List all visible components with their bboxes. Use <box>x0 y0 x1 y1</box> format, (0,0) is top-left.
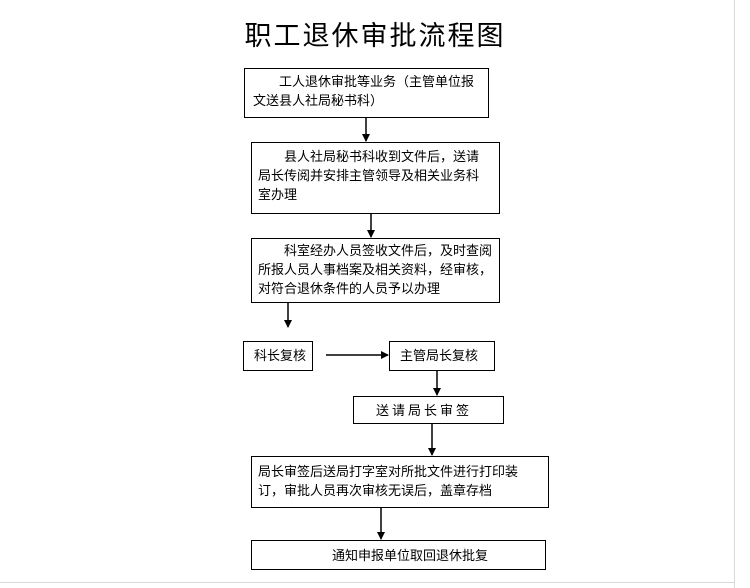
flow-step-deputy-director-recheck: 主管局长复核 <box>389 341 495 371</box>
flow-step-text: 局长审签后送局打字室对所批文件进行打印装 订，审批人员再次审核无误后，盖章存档 <box>258 465 519 499</box>
flow-step-text: 主管局长复核 <box>400 349 479 364</box>
flow-step-text: 送请局长审签 <box>376 404 473 419</box>
flow-step-section-chief-recheck: 科长复核 <box>243 341 313 371</box>
flow-step-director-sign: 送请局长审签 <box>353 396 504 424</box>
flow-step-submit-request: 工人退休审批等业务（主管单位报 文送县人社局秘书科） <box>244 68 489 118</box>
flow-step-office-review: 科室经办人员签收文件后，及时查阅 所报人员人事档案及相关资料，经审核， 对符合退… <box>251 238 500 303</box>
diagram-title: 职工退休审批流程图 <box>244 21 506 52</box>
page-edge-right <box>734 0 735 588</box>
flow-step-text: 科长复核 <box>254 349 307 364</box>
flow-step-text: 工人退休审批等业务（主管单位报 文送县人社局秘书科） <box>253 75 475 109</box>
flow-step-print-and-archive: 局长审签后送局打字室对所批文件进行打印装 订，审批人员再次审核无误后，盖章存档 <box>251 456 549 508</box>
flow-step-text: 通知申报单位取回退休批复 <box>332 549 489 564</box>
page-edge-bottom <box>0 582 735 583</box>
flow-step-text: 科室经办人员签收文件后，及时查阅 所报人员人事档案及相关资料，经审核， 对符合退… <box>258 244 493 297</box>
flow-step-text: 县人社局秘书科收到文件后，送请 局长传阅并安排主管领导及相关业务科 室办理 <box>258 150 480 203</box>
flow-step-notify-unit: 通知申报单位取回退休批复 <box>251 540 546 570</box>
flow-step-secretariat-receipt: 县人社局秘书科收到文件后，送请 局长传阅并安排主管领导及相关业务科 室办理 <box>251 142 500 214</box>
